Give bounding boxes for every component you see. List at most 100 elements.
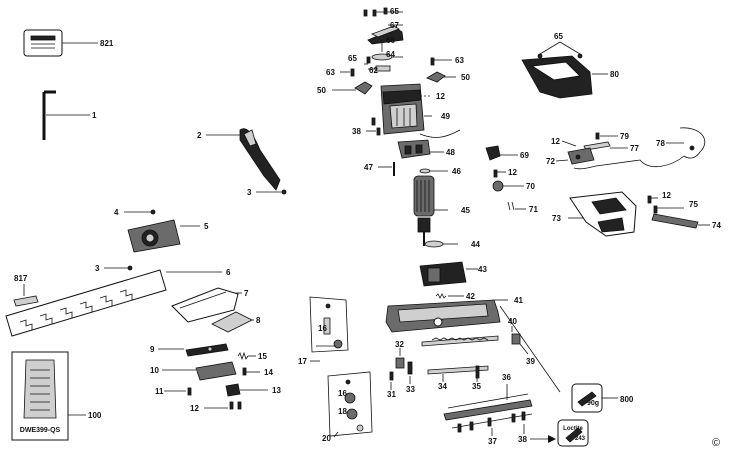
label-64: 64: [386, 50, 395, 59]
label-49: 49: [441, 112, 450, 121]
label-69: 69: [520, 151, 529, 160]
label-12-switch: 12: [551, 137, 560, 146]
spring-15: [237, 351, 256, 361]
blade-lock-group-17: [309, 296, 349, 362]
label-800: 800: [620, 395, 634, 404]
label-7: 7: [244, 289, 249, 298]
label-12-far-right: 12: [662, 191, 671, 200]
label-100: 100: [88, 411, 102, 420]
label-17: 17: [298, 357, 307, 366]
pin-71: [507, 201, 526, 211]
label-65-right: 65: [554, 32, 563, 41]
label-71: 71: [529, 205, 538, 214]
label-4: 4: [114, 208, 119, 217]
label-78: 78: [656, 139, 665, 148]
bracket-50-left: [332, 81, 373, 95]
label-33: 33: [406, 385, 415, 394]
guard-40: [511, 326, 529, 355]
label-9: 9: [150, 345, 155, 354]
label-40: 40: [508, 317, 517, 326]
screws-12-75: [647, 195, 684, 214]
label-821: 821: [100, 39, 114, 48]
blade-lock-group-20: [327, 371, 373, 438]
loctite-code: 243: [575, 436, 586, 442]
fan-44: [424, 240, 458, 248]
washer-46: [419, 168, 448, 174]
spring-42: [435, 293, 464, 299]
pin-47: [378, 162, 395, 176]
label-41: 41: [514, 296, 523, 305]
guard-cover-7: [171, 287, 242, 323]
label-16-upper: 16: [318, 324, 327, 333]
label-20: 20: [322, 434, 331, 443]
screws-38-upper: [366, 117, 381, 136]
gearbox-cover-5: [127, 219, 200, 253]
bearing-block-48: [397, 139, 444, 159]
screw-4: [124, 209, 156, 215]
loctite-name: Loctite: [563, 426, 583, 432]
grease-tube-800: [571, 383, 618, 413]
label-15: 15: [258, 352, 267, 361]
switch-parts-79-77: [561, 132, 628, 151]
label-36: 36: [502, 373, 511, 382]
label-65-mid: 65: [348, 54, 357, 63]
clamp-9: [158, 343, 229, 357]
pad-8: [211, 311, 254, 333]
rear-handle-80: [521, 41, 608, 99]
pin-33: [407, 361, 413, 384]
label-80: 80: [610, 70, 619, 79]
copyright-mark: ©: [712, 437, 720, 449]
label-62: 62: [369, 66, 378, 75]
handle-2: [206, 128, 287, 195]
knob-13: [225, 383, 268, 397]
screw-3b: [104, 265, 133, 271]
pin-35: [475, 365, 480, 382]
label-8: 8: [256, 316, 261, 325]
label-plate-821: [23, 29, 98, 57]
cam-70: [492, 180, 524, 192]
label-37: 37: [488, 437, 497, 446]
label-47: 47: [364, 163, 373, 172]
blade-guard-6: [5, 269, 222, 337]
screw-group-top: [363, 7, 388, 17]
label-72: 72: [546, 157, 555, 166]
blade-upper-rod: [421, 335, 499, 347]
grease-weight: 90g: [587, 400, 599, 407]
label-11: 11: [155, 387, 164, 396]
manual-box-100: [11, 351, 86, 441]
bracket-50-right: [426, 71, 456, 83]
armature-45: [413, 175, 448, 246]
label-38-lower: 38: [518, 435, 527, 444]
main-body-41: [385, 299, 561, 393]
spring-plate-64: [364, 53, 403, 72]
lever-69: [485, 145, 518, 161]
label-34: 34: [438, 382, 447, 391]
label-43: 43: [478, 265, 487, 274]
blade-clip-32: [395, 348, 405, 369]
label-13: 13: [272, 386, 281, 395]
label-39: 39: [526, 357, 535, 366]
label-12-top: 12: [436, 92, 445, 101]
label-6: 6: [226, 268, 231, 277]
label-73: 73: [552, 214, 561, 223]
label-66: 66: [386, 36, 395, 45]
label-63-right: 63: [455, 56, 464, 65]
label-63-left: 63: [326, 68, 335, 77]
label-50-left: 50: [317, 86, 326, 95]
screw-63-right: [430, 57, 452, 66]
sticker-817: [13, 284, 39, 307]
screw-63-left: [340, 68, 355, 77]
label-12-left: 12: [190, 404, 199, 413]
label-16-lower: 16: [338, 389, 347, 398]
switch-72: [555, 147, 595, 165]
screw-31: [389, 371, 394, 390]
motor-housing-49: [380, 83, 432, 135]
label-2: 2: [197, 131, 202, 140]
arrow-to-loctite: [530, 435, 556, 443]
screw-14: [242, 367, 260, 376]
screws-37: [457, 417, 493, 436]
label-65-top: 65: [390, 7, 399, 16]
label-48: 48: [446, 148, 455, 157]
loctite-badge: [557, 419, 589, 447]
